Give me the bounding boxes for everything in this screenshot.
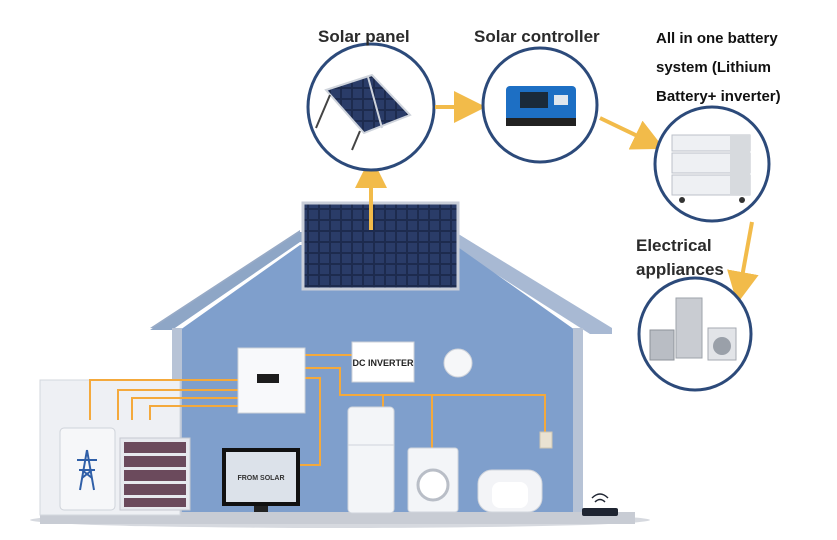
appliances-label-line-2: appliances [636, 260, 724, 279]
floor [40, 512, 635, 524]
battery-system-circle [653, 105, 771, 223]
wall-inverter [237, 347, 306, 414]
battery-label-line-2: system (Lithium [656, 59, 772, 76]
dc-inverter: DC INVERTER [351, 341, 415, 383]
lamp [539, 431, 553, 449]
grid-meter [59, 427, 116, 511]
battery-rack [119, 437, 191, 511]
solar-panel-circle [306, 42, 436, 172]
appliances-circle [637, 276, 753, 392]
refrigerator [347, 406, 395, 514]
wiring [89, 354, 546, 466]
washing-machine [407, 447, 459, 513]
solar-controller-label: Solar controller [474, 27, 600, 46]
appliances-label: Electrical appliances [636, 234, 724, 282]
svg-text:FROM SOLAR: FROM SOLAR [237, 475, 284, 482]
appliances-label-line-1: Electrical [636, 236, 712, 255]
arrow-controller-to-battery [599, 116, 665, 150]
battery-label-line-3: Battery+ inverter) [656, 88, 781, 105]
transmission-tower-icon [77, 449, 97, 491]
solar-panel-label: Solar panel [318, 27, 410, 46]
svg-text:DC INVERTER: DC INVERTER [352, 358, 414, 368]
roof-solar-panel [301, 201, 460, 291]
television: FROM SOLAR [222, 448, 300, 512]
armchair [477, 469, 543, 513]
battery-system-label: All in one battery system (Lithium Batte… [656, 24, 781, 111]
solar-controller-circle [481, 46, 599, 164]
thermostat [443, 348, 473, 378]
wifi-router-icon [582, 493, 618, 516]
battery-label-line-1: All in one battery [656, 30, 778, 47]
arrow-battery-to-appliances [727, 221, 759, 304]
